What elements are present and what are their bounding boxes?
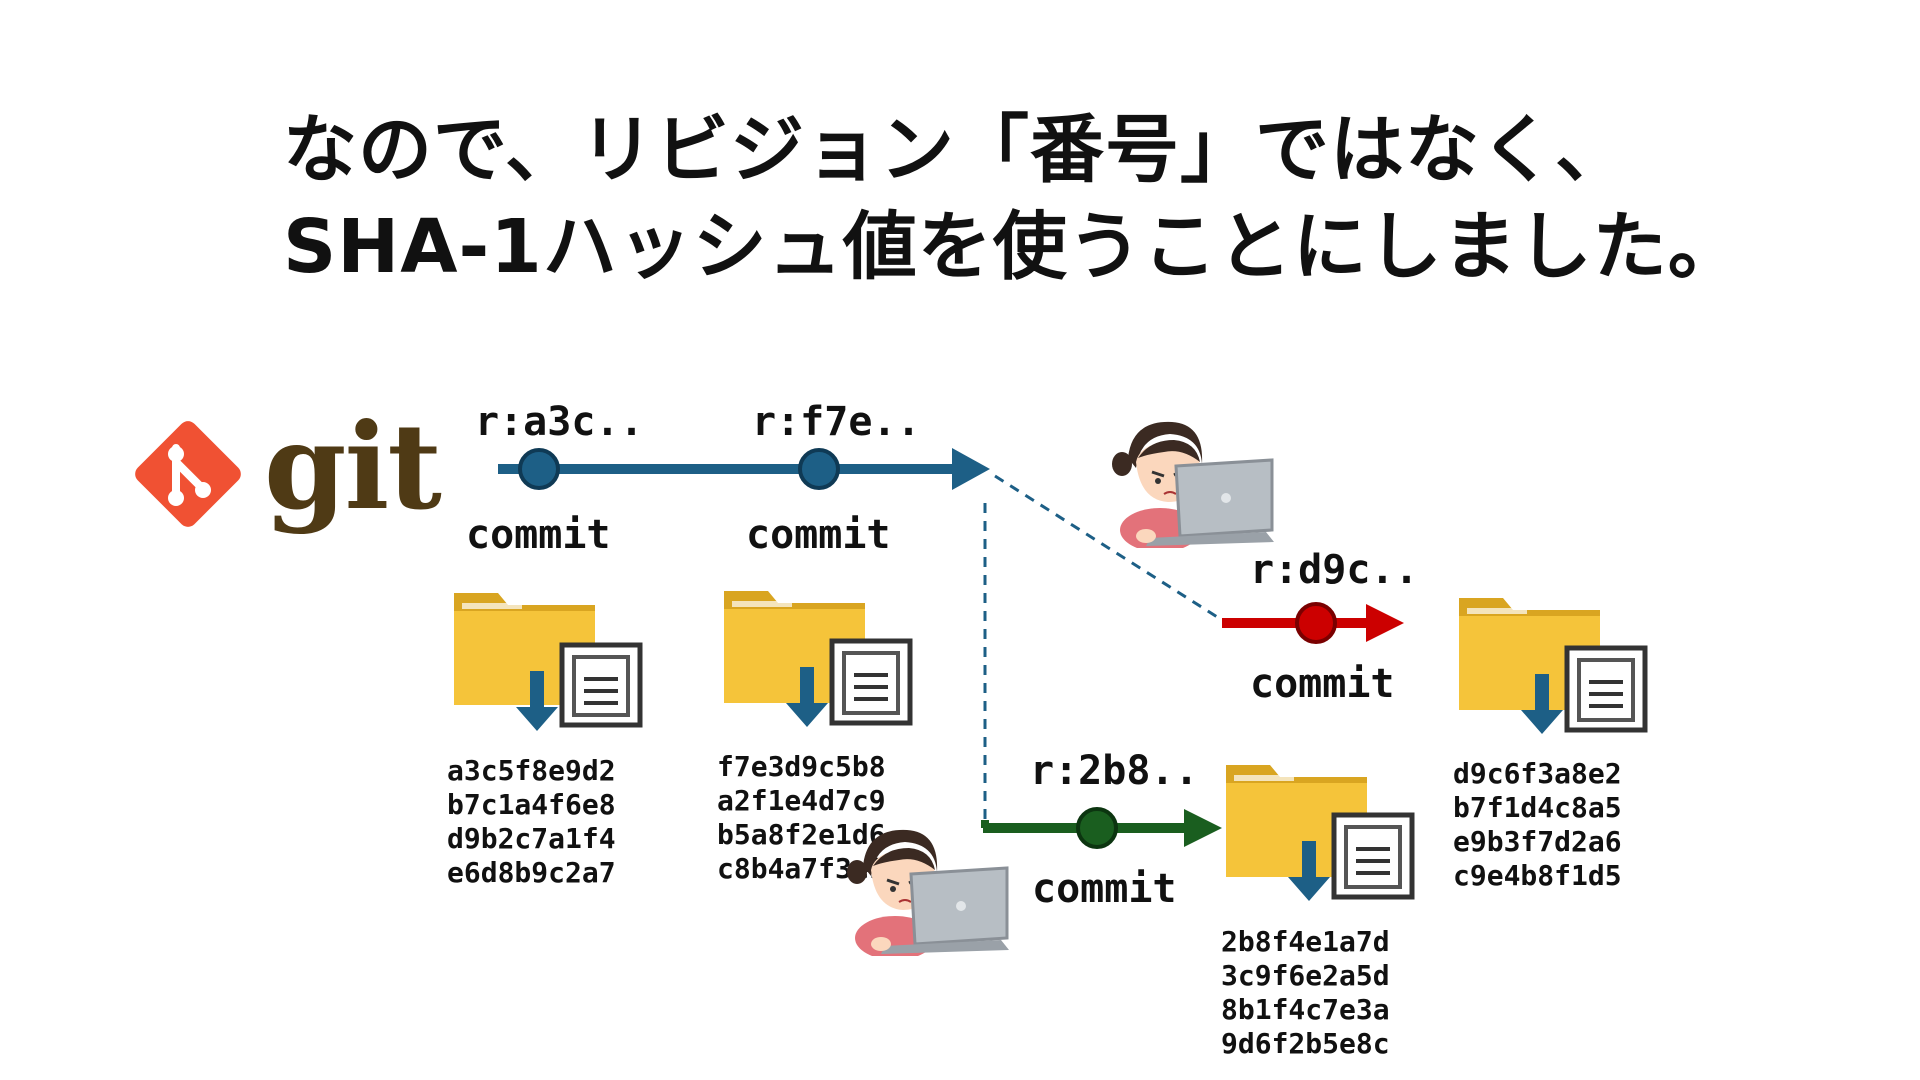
document-icon xyxy=(1331,812,1415,900)
down-arrow-icon xyxy=(1288,841,1330,901)
git-logo-icon xyxy=(135,421,241,527)
commit-label-a3c: commit xyxy=(466,512,611,558)
revision-label-a3c: r:a3c.. xyxy=(475,399,644,445)
hash-list-d9c: d9c6f3a8e2 b7f1d4c8a5 e9b3f7d2a6 c9e4b8f… xyxy=(1453,757,1622,893)
hash-line: d9c6f3a8e2 xyxy=(1453,757,1622,790)
down-arrow-icon xyxy=(786,667,828,727)
hash-line: e9b3f7d2a6 xyxy=(1453,825,1622,858)
down-arrow-icon xyxy=(516,671,558,731)
hash-line: c9e4b8f1d5 xyxy=(1453,859,1622,892)
commit-dot-d9c xyxy=(1295,602,1337,644)
main-branch-arrowhead xyxy=(952,448,990,490)
red-branch-arrowhead xyxy=(1366,604,1404,642)
commit-label-d9c: commit xyxy=(1250,661,1395,707)
hash-line: 2b8f4e1a7d xyxy=(1221,925,1390,958)
revision-label-2b8: r:2b8.. xyxy=(1030,748,1199,794)
hash-line: 8b1f4c7e3a xyxy=(1221,993,1390,1026)
git-logo: git xyxy=(128,397,442,538)
down-arrow-icon xyxy=(1521,674,1563,734)
hash-line: b7f1d4c8a5 xyxy=(1453,791,1622,824)
document-icon xyxy=(1564,645,1648,733)
hash-line: 9d6f2b5e8c xyxy=(1221,1027,1390,1060)
hash-line: 3c9f6e2a5d xyxy=(1221,959,1390,992)
commit-dot-a3c xyxy=(518,448,560,490)
hash-list-2b8: 2b8f4e1a7d 3c9f6e2a5d 8b1f4c7e3a 9d6f2b5… xyxy=(1221,925,1390,1061)
document-icon xyxy=(829,638,913,726)
person-laptop-icon xyxy=(847,829,1009,956)
folder-icon-f7e xyxy=(724,591,913,727)
title-line-2: SHA-1ハッシュ値を使うことにしました。 xyxy=(283,204,1743,290)
hash-line: f7e3d9c5b8 xyxy=(717,750,886,783)
folder-icon-a3c xyxy=(454,593,643,731)
document-icon xyxy=(559,642,643,728)
folder-icon-2b8 xyxy=(1226,765,1415,901)
dashed-connector-red xyxy=(994,474,1223,622)
hash-line: a2f1e4d7c9 xyxy=(717,784,886,817)
revision-label-f7e: r:f7e.. xyxy=(752,399,921,445)
commit-dot-f7e xyxy=(798,448,840,490)
green-branch-arrowhead xyxy=(1184,809,1222,847)
hash-line: b7c1a4f6e8 xyxy=(447,788,616,821)
title-line-1: なので、リビジョン「番号」ではなく、 xyxy=(283,107,1631,193)
hash-list-a3c: a3c5f8e9d2 b7c1a4f6e8 d9b2c7a1f4 e6d8b9c… xyxy=(447,754,616,890)
hash-line: d9b2c7a1f4 xyxy=(447,822,616,855)
commit-dot-2b8 xyxy=(1076,807,1118,849)
revision-label-d9c: r:d9c.. xyxy=(1250,547,1419,593)
git-logo-text: git xyxy=(264,397,442,536)
commit-label-2b8: commit xyxy=(1032,866,1177,912)
hash-line: e6d8b9c2a7 xyxy=(447,856,616,889)
hash-line: a3c5f8e9d2 xyxy=(447,754,616,787)
commit-label-f7e: commit xyxy=(746,512,891,558)
hash-line: b5a8f2e1d6 xyxy=(717,818,886,851)
folder-icon-d9c xyxy=(1459,598,1648,734)
person-laptop-icon xyxy=(1112,421,1274,548)
